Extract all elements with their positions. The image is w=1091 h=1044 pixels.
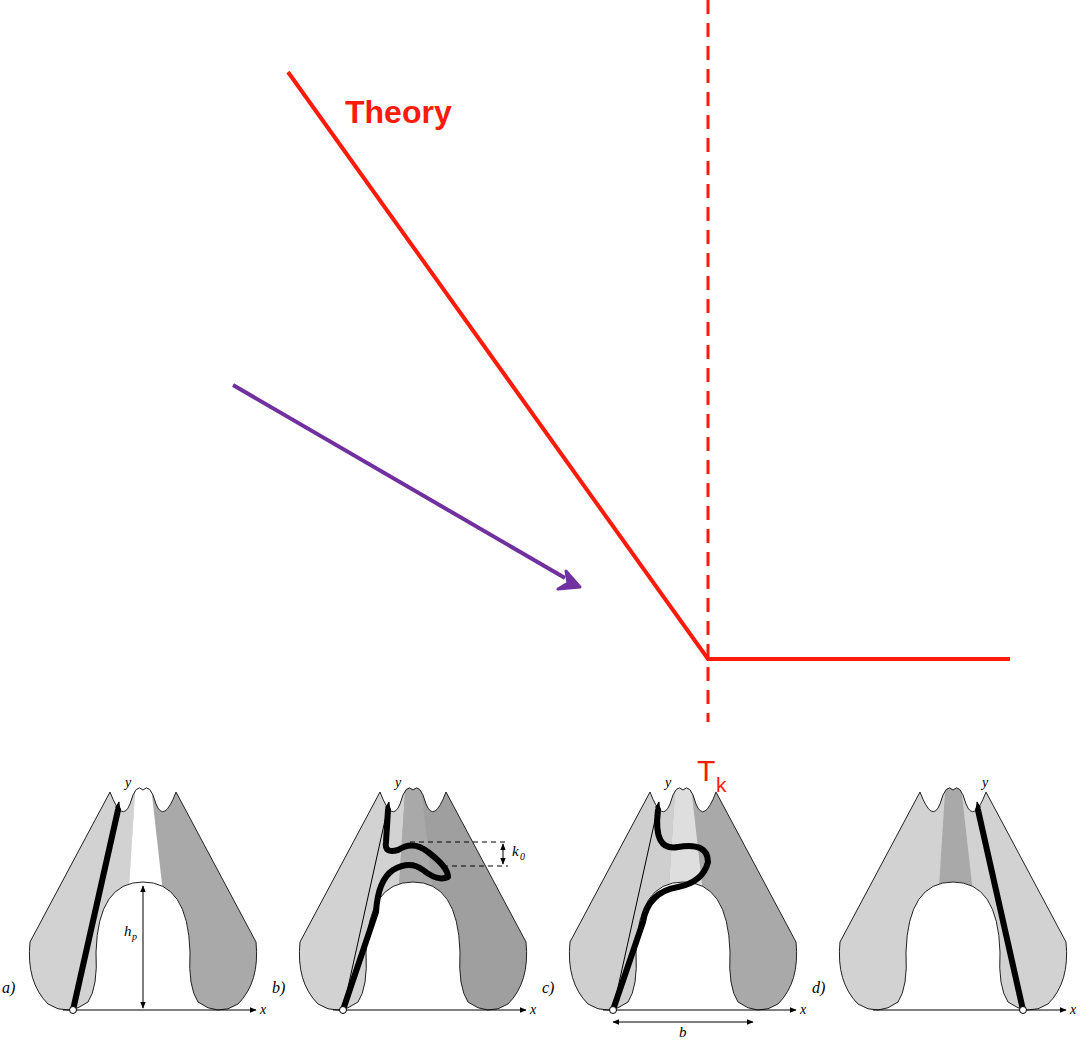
rod (73, 810, 118, 1010)
wing-outline (29, 788, 256, 1010)
bending-panel (23, 777, 263, 1027)
bending-panel (293, 777, 533, 1027)
pointer-arrowhead (558, 571, 580, 589)
theory-curve (288, 72, 1010, 659)
rod (978, 810, 1023, 1010)
width-dimension (613, 1022, 753, 1023)
bending-panel (833, 777, 1073, 1027)
temperature-subscript: k (716, 774, 727, 795)
wing-outline (299, 788, 526, 1010)
wing-outline (569, 788, 796, 1010)
dimension-label: h (124, 924, 132, 939)
y-axis (73, 802, 119, 1010)
pointer-arrow (233, 385, 565, 578)
axis-label: y (395, 776, 401, 790)
curve-label: Theory (345, 96, 452, 128)
bending-panel (563, 777, 803, 1027)
x-axis (873, 1010, 1066, 1011)
y-axis (613, 802, 659, 1010)
pivot (340, 1007, 347, 1014)
pivot (70, 1007, 77, 1014)
axis-label: y (982, 776, 988, 790)
axis-label: x (1070, 1003, 1076, 1017)
chart (233, 0, 1010, 722)
axis-label: y (125, 776, 131, 790)
rod (343, 810, 448, 1010)
panel-letter: b) (272, 980, 285, 996)
y-axis (343, 802, 389, 1010)
panel-letter: d) (812, 980, 825, 996)
pivot (1020, 1007, 1027, 1014)
rod (613, 810, 708, 1010)
x-axis (63, 1010, 256, 1011)
dimension-subscript: 0 (520, 852, 525, 862)
x-axis (603, 1010, 796, 1011)
panel-letter: a) (2, 980, 15, 996)
dimension-label: k (512, 844, 519, 859)
y-axis (977, 802, 1023, 1010)
x-axis (333, 1010, 526, 1011)
dimension-subscript: p (132, 932, 137, 942)
wing-outline (839, 788, 1066, 1010)
panel-letter: c) (542, 980, 554, 996)
pivot (610, 1007, 617, 1014)
dimension-label: b (679, 1025, 687, 1040)
height-dimension (143, 886, 144, 1008)
curvature-dimension (503, 844, 504, 864)
axis-label: x (530, 1003, 536, 1017)
temperature-label: T (697, 756, 715, 786)
axis-label: x (260, 1003, 266, 1017)
kauzmann-line (707, 0, 710, 722)
axis-label: x (800, 1003, 806, 1017)
axis-label: y (665, 776, 671, 790)
